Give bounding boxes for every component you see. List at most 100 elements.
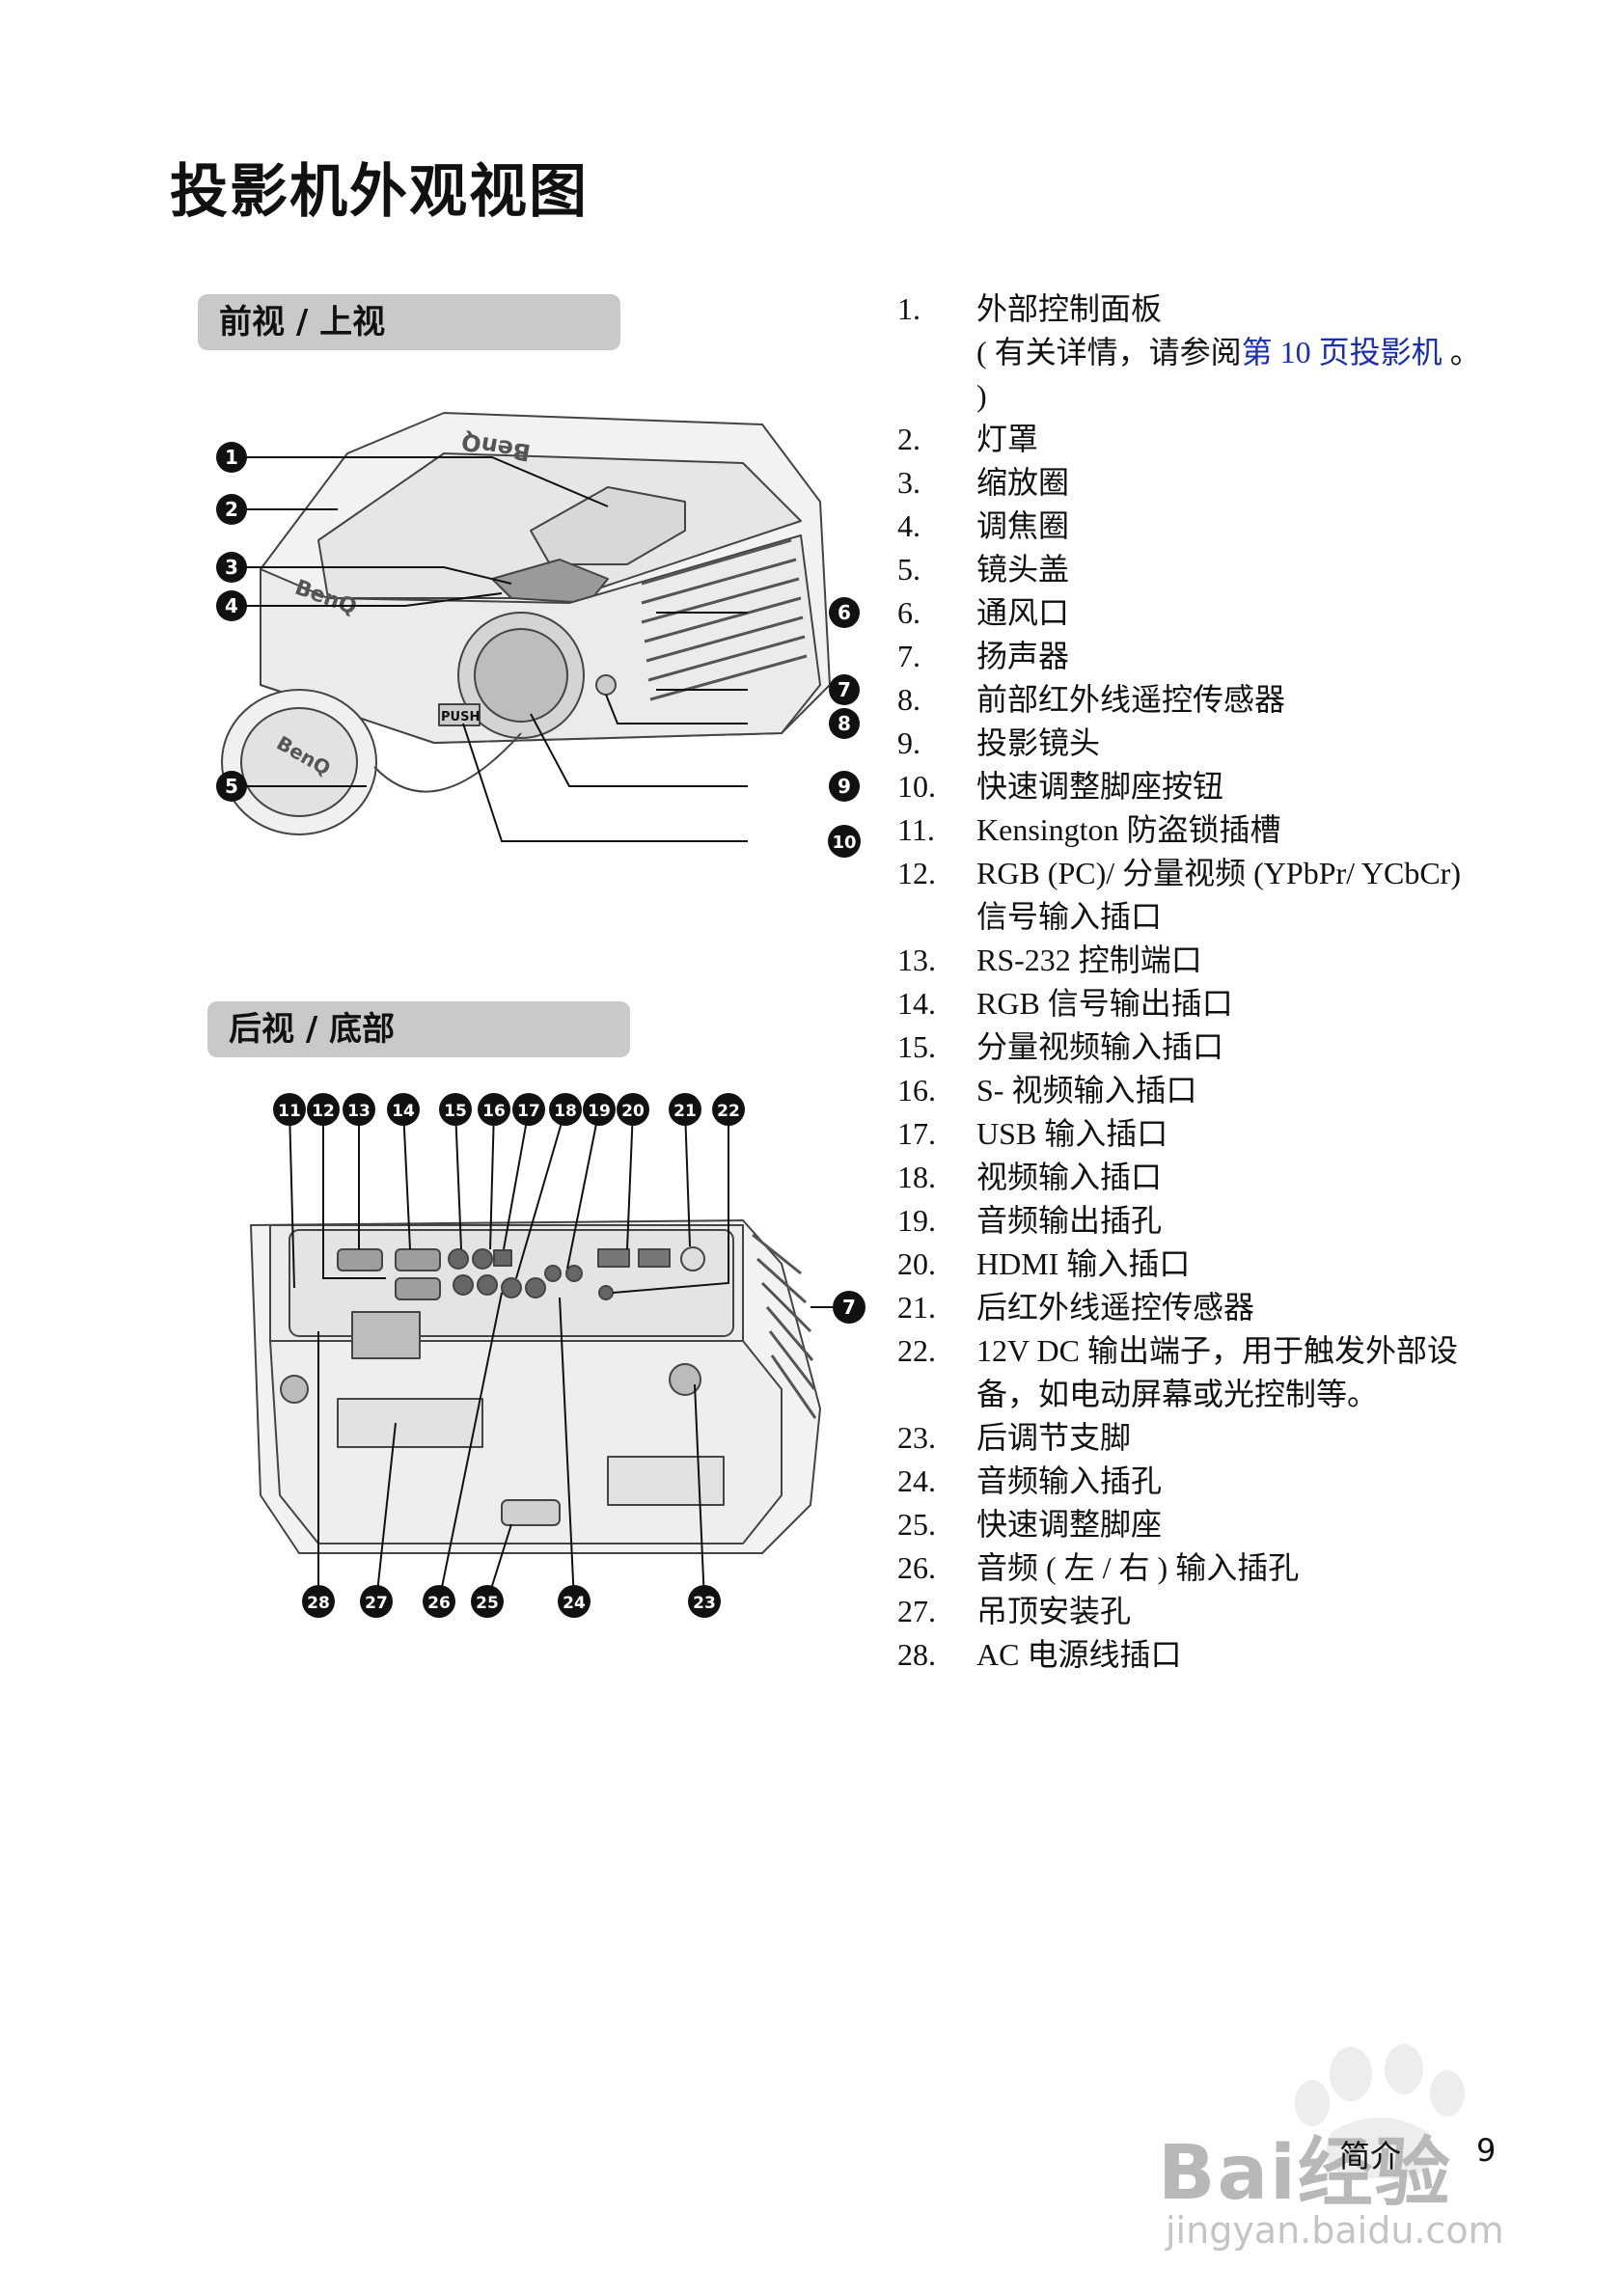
svg-text:6: 6 xyxy=(838,601,851,624)
callout-9: 9 xyxy=(829,771,860,802)
callout-10: 10 xyxy=(828,825,861,858)
item-number: 12. xyxy=(897,856,936,890)
parts-list: 1.外部控制面板( 有关详情，请参阅第 10 页投影机 。 ) 2.灯罩 3.缩… xyxy=(897,287,1496,1677)
projector-front-diagram: BenQ BenQ BenQ PUSH 1 2 3 4 5 6 7 8 9 10 xyxy=(216,412,861,858)
svg-text:22: 22 xyxy=(717,1102,740,1121)
list-item: 23.后调节支脚 xyxy=(897,1416,1496,1460)
list-item: 24.音频输入插孔 xyxy=(897,1460,1496,1503)
callout-6: 6 xyxy=(829,597,860,628)
svg-text:1: 1 xyxy=(225,446,238,469)
list-item: 14.RGB 信号输出插口 xyxy=(897,982,1496,1025)
list-item: 25.快速调整脚座 xyxy=(897,1503,1496,1546)
watermark-url: jingyan.baidu.com xyxy=(1166,2209,1504,2252)
item-number: 22. xyxy=(897,1333,936,1368)
callout-25: 25 xyxy=(471,1585,504,1618)
mount-plate-2 xyxy=(607,1456,725,1506)
item-label: 后红外线遥控传感器 xyxy=(976,1290,1255,1325)
list-item: 6.通风口 xyxy=(897,591,1496,635)
push-label: PUSH xyxy=(441,710,480,724)
svg-text:21: 21 xyxy=(673,1102,697,1121)
list-item: 12. RGB (PC)/ 分量视频 (YPbPr/ YCbCr) 信号输入插口 xyxy=(897,852,1496,939)
item-label: 缩放圈 xyxy=(976,465,1070,500)
list-item: 26.音频 ( 左 / 右 ) 输入插孔 xyxy=(897,1546,1496,1590)
svg-text:24: 24 xyxy=(563,1594,586,1613)
svg-text:8: 8 xyxy=(838,712,851,735)
callout-24: 24 xyxy=(558,1585,591,1618)
callout-14: 14 xyxy=(387,1093,420,1126)
list-item: 18. 视频输入插口 xyxy=(897,1156,1496,1199)
vent-grille xyxy=(641,538,808,701)
watermark-text: Bai经验 xyxy=(1158,2130,1452,2217)
item-label: Kensington 防盗锁插槽 xyxy=(976,812,1281,847)
callout-3: 3 xyxy=(216,552,247,583)
svg-text:10: 10 xyxy=(832,833,856,853)
svg-text:20: 20 xyxy=(621,1102,645,1121)
item-label: 12V DC 输出端子，用于触发外部设备，如电动屏幕或光控制等。 xyxy=(976,1333,1458,1411)
item-number: 8. xyxy=(897,682,920,717)
hdmi-port-2 xyxy=(638,1248,671,1268)
svg-text:23: 23 xyxy=(693,1594,716,1613)
callout-28: 28 xyxy=(302,1585,335,1618)
list-item: 2.灯罩 xyxy=(897,418,1496,461)
list-item: 27.吊顶安装孔 xyxy=(897,1590,1496,1633)
item-label: 扬声器 xyxy=(976,639,1070,673)
callout-7-rear: 7 xyxy=(833,1291,865,1324)
svg-text:11: 11 xyxy=(278,1102,301,1121)
list-item: 4.调焦圈 xyxy=(897,505,1496,548)
callout-18: 18 xyxy=(549,1093,582,1126)
list-item: 1.外部控制面板( 有关详情，请参阅第 10 页投影机 。 ) xyxy=(897,287,1496,418)
item-number: 1. xyxy=(897,291,920,326)
item-number: 18. xyxy=(897,1160,936,1194)
item-label: 快速调整脚座 xyxy=(976,1507,1163,1542)
item-label: 音频 ( 左 / 右 ) 输入插孔 xyxy=(976,1550,1300,1585)
svg-text:3: 3 xyxy=(225,556,238,579)
svg-text:12: 12 xyxy=(312,1102,335,1121)
svg-text:7: 7 xyxy=(838,678,851,701)
list-item: 28.AC 电源线插口 xyxy=(897,1633,1496,1677)
list-item: 21.后红外线遥控传感器 xyxy=(897,1286,1496,1329)
svg-text:19: 19 xyxy=(588,1102,611,1121)
item-label: 调焦圈 xyxy=(976,508,1070,543)
item-number: 9. xyxy=(897,725,920,760)
item-label: HDMI 输入插口 xyxy=(976,1246,1191,1281)
svg-text:4: 4 xyxy=(225,594,238,617)
item-number: 15. xyxy=(897,1029,936,1064)
item-label: USB 输入插口 xyxy=(976,1116,1168,1151)
callout-5: 5 xyxy=(216,771,247,802)
item-number: 24. xyxy=(897,1463,936,1498)
svg-text:18: 18 xyxy=(554,1102,577,1121)
list-item: 5.镜头盖 xyxy=(897,548,1496,591)
item-number: 17. xyxy=(897,1116,936,1151)
svg-text:2: 2 xyxy=(225,498,238,521)
item-number: 13. xyxy=(897,943,936,977)
item-label: 前部红外线遥控传感器 xyxy=(976,682,1286,717)
list-item: 17. USB 输入插口 xyxy=(897,1112,1496,1156)
callout-16: 16 xyxy=(478,1093,510,1126)
item-label: 外部控制面板 xyxy=(976,291,1163,326)
list-item: 7.扬声器 xyxy=(897,635,1496,678)
svg-text:9: 9 xyxy=(838,775,851,798)
item-number: 19. xyxy=(897,1203,936,1238)
item-label: 视频输入插口 xyxy=(976,1160,1163,1194)
rear-foot-left xyxy=(280,1375,309,1404)
svg-text:16: 16 xyxy=(482,1102,506,1121)
list-item: 19.音频输出插孔 xyxy=(897,1199,1496,1243)
item-label: AC 电源线插口 xyxy=(976,1637,1182,1672)
page-title: 投影机外观视图 xyxy=(170,158,589,226)
page-reference-link[interactable]: 第 10 页投影机 xyxy=(1241,335,1442,369)
svg-text:25: 25 xyxy=(476,1594,499,1613)
front-callouts: 1 2 3 4 5 6 7 8 9 10 xyxy=(216,442,861,858)
item-label: 吊顶安装孔 xyxy=(976,1594,1132,1628)
rear-callouts-top: 11 12 13 14 15 16 17 18 19 20 21 22 xyxy=(273,1093,745,1126)
list-item: 11.Kensington 防盗锁插槽 xyxy=(897,808,1496,852)
list-item: 3.缩放圈 xyxy=(897,461,1496,505)
rear-ir-sensor xyxy=(680,1246,705,1271)
rear-foot-right xyxy=(669,1363,701,1396)
svg-text:17: 17 xyxy=(517,1102,540,1121)
callout-26: 26 xyxy=(423,1585,455,1618)
callout-13: 13 xyxy=(343,1093,375,1126)
svg-text:15: 15 xyxy=(444,1102,467,1121)
item-number: 5. xyxy=(897,552,920,587)
item-label: RGB (PC)/ 分量视频 (YPbPr/ YCbCr) 信号输入插口 xyxy=(976,856,1461,934)
item-note: ( 有关详情，请参阅 xyxy=(976,335,1242,369)
